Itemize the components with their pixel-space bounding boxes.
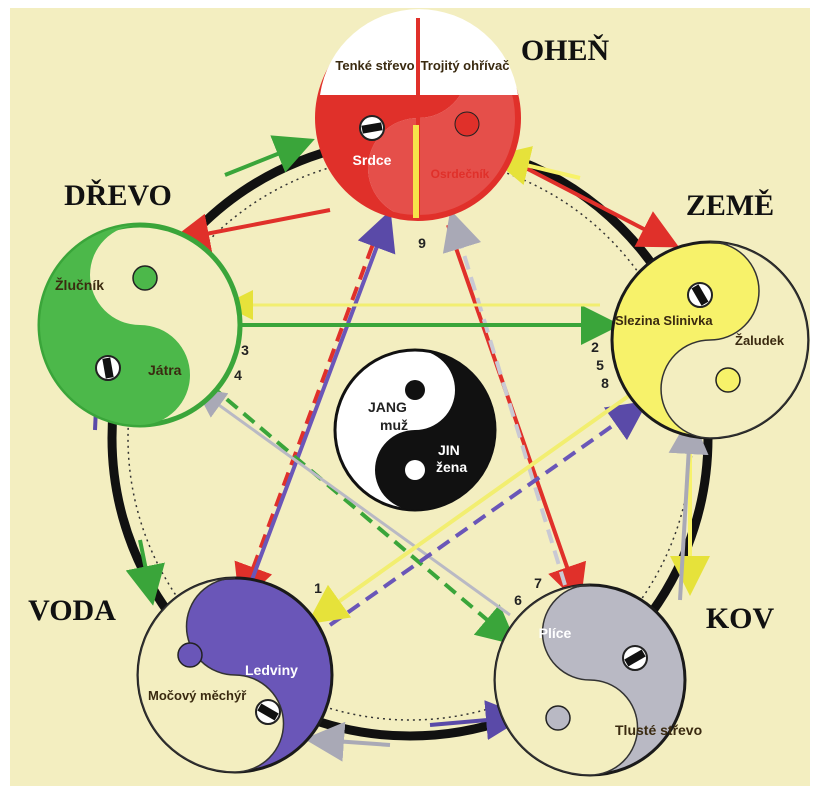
number-1: 1 xyxy=(314,580,322,596)
number-7: 7 xyxy=(534,575,542,591)
earth-organ-yin: Slezina Slinivka xyxy=(615,313,713,328)
water-wood-arrow xyxy=(125,539,165,606)
metal-organ-yin: Plíce xyxy=(539,625,572,641)
center-yin-label: JIN xyxy=(438,442,460,458)
center-yin-yang: JANG muž JIN žena xyxy=(333,348,497,512)
number-6: 6 xyxy=(514,592,522,608)
water-label: VODA xyxy=(28,594,116,627)
fire-organ-yin: Srdce xyxy=(353,152,392,168)
metal-yang-half xyxy=(494,584,639,776)
fire-label: OHEŇ xyxy=(521,34,610,67)
earth-organ-yang: Žaludek xyxy=(735,333,785,348)
wood-to-fire-arrow xyxy=(224,135,315,177)
wood-organ-yin: Játra xyxy=(148,362,182,378)
fire-organ-yin-2: Osrdečník xyxy=(431,167,490,181)
number-5: 5 xyxy=(596,357,604,373)
metal-label: KOV xyxy=(706,602,775,635)
water-to-earth-dashed xyxy=(328,400,649,627)
number-9: 9 xyxy=(418,235,426,251)
center-yang-sub: muž xyxy=(380,417,408,433)
metal-organ-yang: Tlusté střevo xyxy=(615,722,702,738)
water-yang-half xyxy=(137,577,285,773)
earth-yang-half xyxy=(660,241,809,439)
metal-to-earth-arrow xyxy=(668,414,709,601)
center-yang-label: JANG xyxy=(368,399,407,415)
earth-element: Slezina Slinivka Žaludek ZEMĚ xyxy=(610,189,810,440)
wood-element: Játra Žlučník DŘEVO xyxy=(37,179,243,428)
number-4: 4 xyxy=(234,367,242,383)
metal-to-fire-dashed xyxy=(442,209,567,586)
number-3: 3 xyxy=(241,342,249,358)
water-to-fire-line xyxy=(248,210,396,586)
water-organ-yang: Močový měchýř xyxy=(148,688,247,703)
fire-element: Tenké střevo Trojitý ohřívač Srdce Osrde… xyxy=(315,9,610,221)
fire-organ-yang: Tenké střevo xyxy=(335,58,414,73)
earth-to-fire-arrow xyxy=(489,146,581,186)
number-8: 8 xyxy=(601,375,609,391)
number-2: 2 xyxy=(591,339,599,355)
fire-to-wood-arrow xyxy=(169,208,331,254)
water-element: Ledviny Močový měchýř VODA xyxy=(28,576,334,774)
wood-yin-half xyxy=(40,225,190,425)
metal-to-water-arrow xyxy=(429,700,526,741)
earth-label: ZEMĚ xyxy=(686,189,774,222)
fire-organ-yang-2: Trojitý ohřívač xyxy=(421,58,510,73)
metal-to-wood-line xyxy=(195,387,511,617)
metal-element: Plíce Tlusté střevo KOV xyxy=(493,583,775,777)
earth-to-water-line xyxy=(306,393,632,625)
metal-to-water-ring-arrow xyxy=(304,721,391,762)
water-organ-yin: Ledviny xyxy=(245,662,298,678)
center-yin-sub: žena xyxy=(436,459,467,475)
wood-organ-yang: Žlučník xyxy=(55,276,104,293)
wood-label: DŘEVO xyxy=(64,179,172,212)
